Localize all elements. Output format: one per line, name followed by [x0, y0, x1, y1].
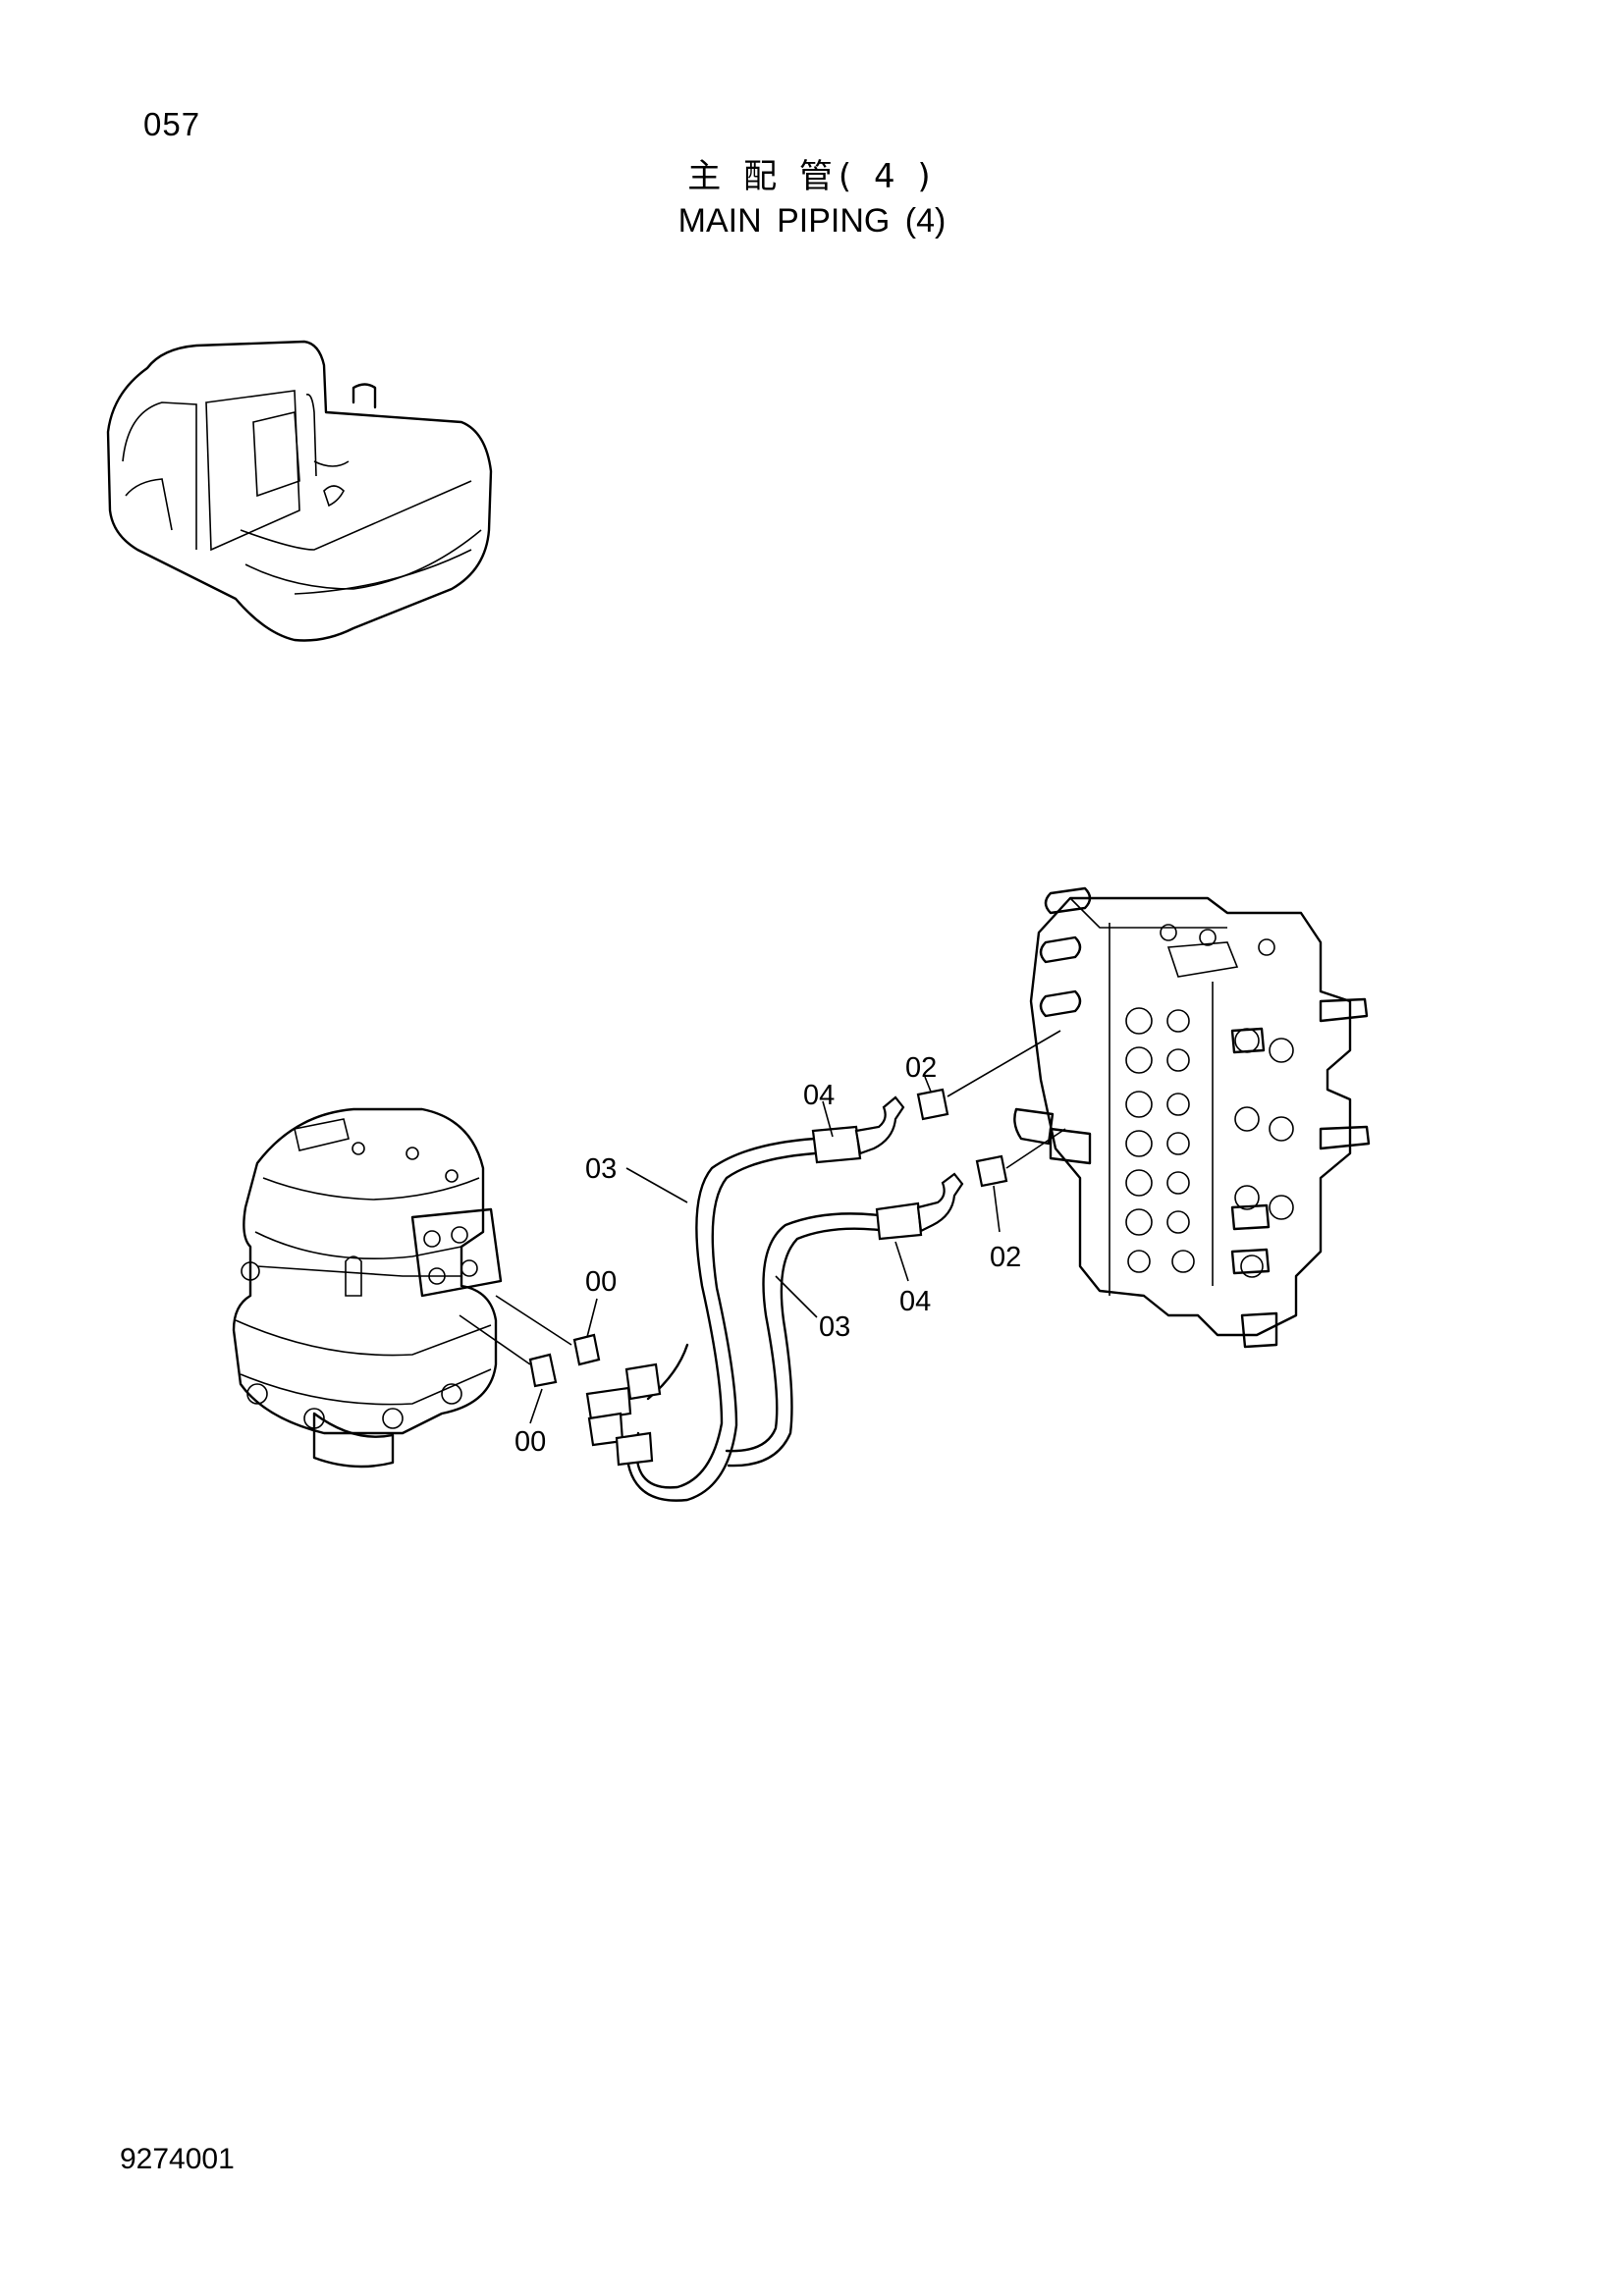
title-english: MAIN PIPING (4): [677, 202, 947, 240]
hose-fittings: [585, 1095, 964, 1467]
callout-00-upper: 00: [585, 1266, 618, 1298]
swing-motor: [232, 1107, 503, 1468]
callout-03-lower: 03: [819, 1311, 851, 1343]
drawing-number: 9274001: [120, 2143, 235, 2175]
valve-port-circles: [1125, 924, 1294, 1278]
callout-04-upper: 04: [803, 1080, 836, 1111]
valve-spool-caps: [1013, 886, 1371, 1349]
callout-02-lower: 02: [990, 1242, 1022, 1273]
callout-04-lower: 04: [899, 1286, 932, 1317]
excavator-locator-illustration: [106, 340, 493, 642]
title-chinese: 主 配 管( 4 ): [687, 157, 937, 196]
hose-assemblies: [624, 1137, 881, 1502]
callout-00-lower: 00: [514, 1426, 547, 1458]
callout-02-upper: 02: [905, 1052, 938, 1084]
callout-leaders: [459, 1030, 1066, 1424]
adapters: [528, 1088, 1008, 1388]
callout-03-left: 03: [585, 1153, 618, 1185]
page-number: 057: [143, 106, 201, 142]
control-valve: [1013, 886, 1371, 1349]
